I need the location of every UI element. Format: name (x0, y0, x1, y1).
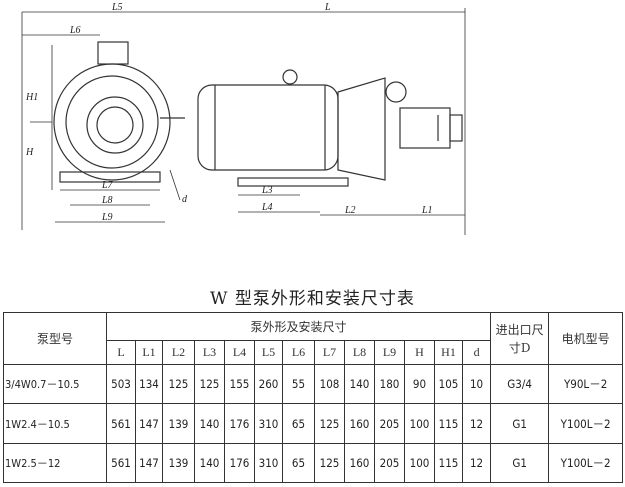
cell-d: 12 (461, 403, 492, 444)
cell-pump-model: 3/4W0.7－10.5 (3, 364, 107, 404)
cell-d: 12 (461, 443, 492, 483)
dim-label-L3: L3 (261, 185, 273, 196)
cell-L3: 140 (194, 443, 225, 483)
cell-L5: 310 (254, 443, 283, 483)
cell-L5: 260 (254, 364, 283, 404)
header-dim-L7: L7 (314, 340, 345, 365)
cell-L4: 155 (224, 364, 255, 404)
cell-L2: 139 (162, 403, 195, 444)
cell-L3: 140 (194, 403, 225, 444)
cell-L6: 55 (282, 364, 315, 404)
cell-L4: 176 (224, 403, 255, 444)
cell-L1: 147 (135, 443, 163, 483)
cell-L5: 310 (254, 403, 283, 444)
header-pump-model: 泵型号 (3, 312, 107, 365)
cell-L2: 125 (162, 364, 195, 404)
dim-label-L6: L6 (69, 25, 81, 36)
header-dim-L4: L4 (224, 340, 255, 365)
table-title: W 型泵外形和安装尺寸表 (210, 289, 415, 309)
cell-motor-model: Y100L－2 (548, 403, 624, 444)
cell-L8: 160 (344, 403, 375, 444)
dim-label-L9: L9 (101, 212, 113, 223)
dim-label-L2: L2 (344, 205, 356, 216)
end-view (21, 11, 190, 230)
cell-port-size: G1 (490, 443, 550, 483)
cell-port-size: G3/4 (490, 364, 550, 404)
cell-d: 10 (461, 364, 492, 404)
header-inlet-outlet: 进出口尺寸D (490, 312, 550, 365)
cell-H: 90 (404, 364, 435, 404)
header-dim-L3: L3 (194, 340, 225, 365)
dim-label-d: d (182, 194, 188, 205)
dim-label-H: H (25, 147, 34, 158)
cell-pump-model: 1W2.5－12 (3, 443, 107, 483)
cell-H1: 105 (434, 364, 463, 404)
cell-L6: 65 (282, 403, 315, 444)
header-dim-L: L (106, 340, 136, 365)
side-view (190, 8, 466, 235)
cell-L8: 140 (344, 364, 375, 404)
dim-label-L4: L4 (261, 202, 273, 213)
pump-outline-drawing: L5 L6 H1 H L7 L8 L9 d L L3 L4 L2 L1 (21, 2, 466, 235)
cell-L7: 108 (314, 364, 345, 404)
dim-label-H1: H1 (25, 92, 38, 103)
cell-L: 503 (106, 364, 136, 404)
header-dim-L1: L1 (135, 340, 163, 365)
header-dim-H1: H1 (434, 340, 463, 365)
cell-H1: 115 (434, 403, 463, 444)
cell-L7: 125 (314, 443, 345, 483)
header-dim-L2: L2 (162, 340, 195, 365)
cell-L8: 160 (344, 443, 375, 483)
cell-L9: 180 (374, 364, 405, 404)
header-dimensions-group: 泵外形及安装尺寸 (105, 312, 492, 341)
cell-L1: 134 (135, 364, 163, 404)
dim-label-L1: L1 (421, 205, 433, 216)
cell-L1: 147 (135, 403, 163, 444)
dim-label-L5: L5 (111, 2, 123, 13)
cell-L: 561 (106, 443, 136, 483)
header-dim-L6: L6 (282, 340, 315, 365)
dim-label-L8: L8 (101, 195, 113, 206)
cell-L3: 125 (194, 364, 225, 404)
cell-L9: 205 (374, 403, 405, 444)
cell-motor-model: Y100L－2 (548, 443, 624, 483)
dim-label-L7: L7 (101, 180, 114, 191)
cell-L6: 65 (282, 443, 315, 483)
cell-pump-model: 1W2.4－10.5 (3, 403, 107, 444)
dim-label-L: L (324, 2, 331, 13)
cell-port-size: G1 (490, 403, 550, 444)
cell-H1: 115 (434, 443, 463, 483)
cell-L: 561 (106, 403, 136, 444)
cell-L7: 125 (314, 403, 345, 444)
header-dim-d: d (461, 340, 492, 365)
header-dim-L9: L9 (374, 340, 405, 365)
cell-L4: 176 (224, 443, 255, 483)
cell-H: 100 (404, 403, 435, 444)
header-dim-L8: L8 (344, 340, 375, 365)
cell-H: 100 (404, 443, 435, 483)
header-dim-H: H (404, 340, 435, 365)
header-dim-L5: L5 (254, 340, 283, 365)
header-motor-model: 电机型号 (548, 312, 624, 365)
cell-motor-model: Y90L－2 (548, 364, 624, 404)
cell-L9: 205 (374, 443, 405, 483)
cell-L2: 139 (162, 443, 195, 483)
